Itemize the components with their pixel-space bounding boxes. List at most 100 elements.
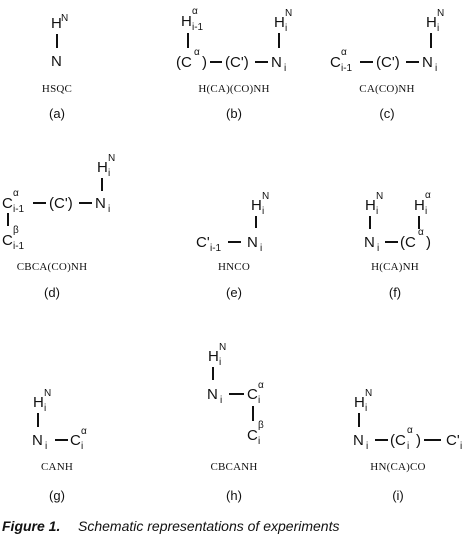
experiment-name: CA(CO)NH xyxy=(359,83,414,95)
subscript-i: i xyxy=(108,204,110,215)
atom-h-alpha: H xyxy=(181,13,192,30)
superscript-alpha: α xyxy=(341,47,347,58)
subscript-i: i xyxy=(407,441,409,452)
experiment-name: H(CA)NH xyxy=(371,261,419,273)
atom-h-n: H xyxy=(426,14,437,31)
panel-label: (d) xyxy=(44,285,60,300)
experiment-name: HSQC xyxy=(42,83,72,95)
atom-c-prime: C' xyxy=(446,432,460,449)
panel-label: (c) xyxy=(379,106,394,121)
atom-h-n: H xyxy=(97,159,108,176)
panel-label: (h) xyxy=(226,488,242,503)
atom-c-beta: C xyxy=(2,232,13,249)
superscript-n: N xyxy=(108,153,115,164)
subscript-i: i xyxy=(366,441,368,452)
superscript-beta: β xyxy=(258,420,264,431)
paren-close: ) xyxy=(426,234,431,251)
panel-label: (f) xyxy=(389,285,401,300)
atom-c-alpha: C xyxy=(330,54,341,71)
atom-n-i: N xyxy=(353,432,364,449)
atom-h-n: H xyxy=(365,197,376,214)
atom-n-i: N xyxy=(247,234,258,251)
superscript-n: N xyxy=(365,388,372,399)
subscript-i: i xyxy=(460,441,462,452)
subscript-i: i xyxy=(220,395,222,406)
superscript-n: N xyxy=(376,191,383,202)
subscript-i-minus-1: i-1 xyxy=(13,241,25,252)
atom-n-i: N xyxy=(32,432,43,449)
panel-g: H N i N i C α i CANH (g) xyxy=(32,388,87,503)
atom-c-alpha: C xyxy=(247,386,258,403)
superscript-n: N xyxy=(437,8,444,19)
experiment-name: CBCA(CO)NH xyxy=(17,261,87,273)
subscript-i: i xyxy=(285,23,287,34)
atom-n-i: N xyxy=(95,195,106,212)
atom-c-alpha: C xyxy=(2,195,13,212)
superscript-alpha: α xyxy=(13,188,19,199)
atom-h-n: H xyxy=(251,197,262,214)
atom-c-alpha: (C xyxy=(176,54,192,71)
experiment-name: CANH xyxy=(41,461,73,473)
superscript-alpha: α xyxy=(194,47,200,58)
panel-b: H α i-1 (C α ) (C') N i H N i H(CA)(CO)N… xyxy=(176,6,292,121)
subscript-i: i xyxy=(219,357,221,368)
subscript-i: i xyxy=(262,206,264,217)
superscript-alpha: α xyxy=(425,190,431,201)
figure-caption: Figure 1. Schematic representations of e… xyxy=(2,518,339,534)
experiment-name: HN(CA)CO xyxy=(370,461,425,473)
caption-prefix: Figure 1. xyxy=(2,518,60,534)
subscript-i: i xyxy=(258,436,260,447)
atom-h-alpha: H xyxy=(414,197,425,214)
subscript-i: i xyxy=(437,23,439,34)
experiment-name: CBCANH xyxy=(210,461,257,473)
panel-a: H N N HSQC (a) xyxy=(42,13,72,121)
panel-i: H N i N i (C α i ) C' i HN(CA)CO (i) xyxy=(353,388,462,503)
subscript-i: i xyxy=(108,168,110,179)
panel-f: H N i N i (C α ) H α i H(CA)NH (f) xyxy=(364,190,431,300)
subscript-i: i xyxy=(435,63,437,74)
atom-n-i: N xyxy=(364,234,375,251)
subscript-i: i xyxy=(376,206,378,217)
atom-h-n: H xyxy=(208,348,219,365)
subscript-i: i xyxy=(258,395,260,406)
panel-label: (a) xyxy=(49,106,65,121)
paren-close: ) xyxy=(416,432,421,449)
atom-c-prime: (C') xyxy=(49,195,73,212)
atom-c-beta: C xyxy=(247,427,258,444)
subscript-i: i xyxy=(365,403,367,414)
superscript-n: N xyxy=(262,191,269,202)
subscript-i: i xyxy=(425,206,427,217)
atom-c-alpha: (C xyxy=(390,432,406,449)
superscript-alpha: α xyxy=(258,380,264,391)
panel-label: (i) xyxy=(392,488,404,503)
superscript-alpha: α xyxy=(192,6,198,17)
subscript-i-minus-1: i-1 xyxy=(13,204,25,215)
atom-n-i: N xyxy=(207,386,218,403)
superscript-beta: β xyxy=(13,225,19,236)
caption-text: Schematic representations of experiments xyxy=(78,518,339,534)
atom-h-n: H xyxy=(354,394,365,411)
subscript-i: i xyxy=(81,441,83,452)
atom-n-i: N xyxy=(271,54,282,71)
atom-n-i: N xyxy=(422,54,433,71)
subscript-i-minus-1: i-1 xyxy=(192,22,204,33)
superscript-alpha: α xyxy=(418,227,424,238)
atom-c-alpha: (C xyxy=(400,234,416,251)
atom-c-prime: C' xyxy=(196,234,210,251)
panel-d: C α i-1 (C') N i H N i C β i-1 CBCA(CO)N… xyxy=(2,153,115,300)
superscript-n: N xyxy=(61,13,68,24)
panel-h: H N i N i C α i C β i CBCANH (h) xyxy=(207,342,264,503)
superscript-n: N xyxy=(44,388,51,399)
subscript-i-minus-1: i-1 xyxy=(210,243,222,254)
subscript-i: i xyxy=(284,63,286,74)
superscript-n: N xyxy=(219,342,226,353)
subscript-i: i xyxy=(45,441,47,452)
paren-close: ) xyxy=(202,54,207,71)
atom-n: N xyxy=(51,53,62,70)
subscript-i: i xyxy=(44,403,46,414)
superscript-n: N xyxy=(285,8,292,19)
subscript-i: i xyxy=(260,243,262,254)
atom-h-n: H xyxy=(33,394,44,411)
atom-c-prime: (C') xyxy=(225,54,249,71)
